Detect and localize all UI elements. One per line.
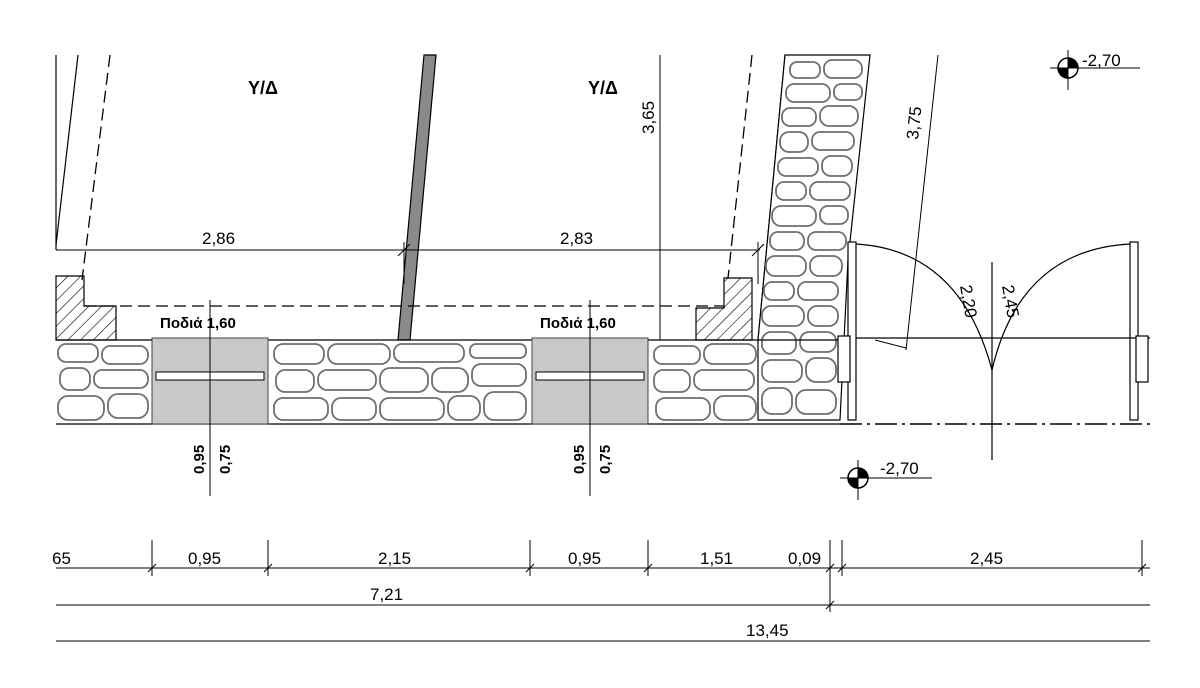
dim-row2-total: 7,21 <box>370 585 403 604</box>
right-room-width-label: 2,83 <box>560 229 593 248</box>
room-depth-label: 3,65 <box>639 101 658 134</box>
interior-dimension-lines <box>56 242 765 284</box>
stair-depth-label: 3,75 <box>903 106 925 141</box>
dim-row3-total: 13,45 <box>746 621 789 640</box>
bottom-dimension-chains <box>56 540 1150 642</box>
left-slanted-wall <box>55 54 111 281</box>
door-leaf-b-label: 2,45 <box>998 283 1022 319</box>
stone-wall-strip <box>56 339 840 425</box>
stone-pillar-right <box>757 54 871 421</box>
door-leaf-a-label: 2,20 <box>956 283 980 319</box>
door-opening <box>837 241 1150 460</box>
dim-row1-0: 65 <box>52 549 71 568</box>
level-marker-bottom <box>840 460 932 500</box>
room-label-left: Υ/Δ <box>248 78 278 98</box>
level-marker-top <box>1050 50 1140 90</box>
left-room-width-label: 2,86 <box>202 229 235 248</box>
hatched-wall-stubs <box>55 275 753 341</box>
center-partition-wall <box>397 54 437 341</box>
dim-row1-1: 0,95 <box>188 549 221 568</box>
window-right-height-label: 0,75 <box>597 445 614 474</box>
level-top-label: -2,70 <box>1082 51 1121 70</box>
dim-row1-4: 1,51 <box>700 549 733 568</box>
window-right-width-label: 0,95 <box>571 445 588 474</box>
window-left-height-label: 0,75 <box>217 445 234 474</box>
room-label-right: Υ/Δ <box>588 78 618 98</box>
dim-row1-6: 2,45 <box>970 549 1003 568</box>
window-left-width-label: 0,95 <box>191 445 208 474</box>
window-left-sill-label: Ποδιά 1,60 <box>160 315 236 332</box>
window-right-sill-label: Ποδιά 1,60 <box>540 315 616 332</box>
dim-row1-3: 0,95 <box>568 549 601 568</box>
dim-row1-2: 2,15 <box>378 549 411 568</box>
stair-depth-line <box>905 54 939 351</box>
level-bottom-label: -2,70 <box>880 459 919 478</box>
dim-row1-5: 0,09 <box>788 549 821 568</box>
